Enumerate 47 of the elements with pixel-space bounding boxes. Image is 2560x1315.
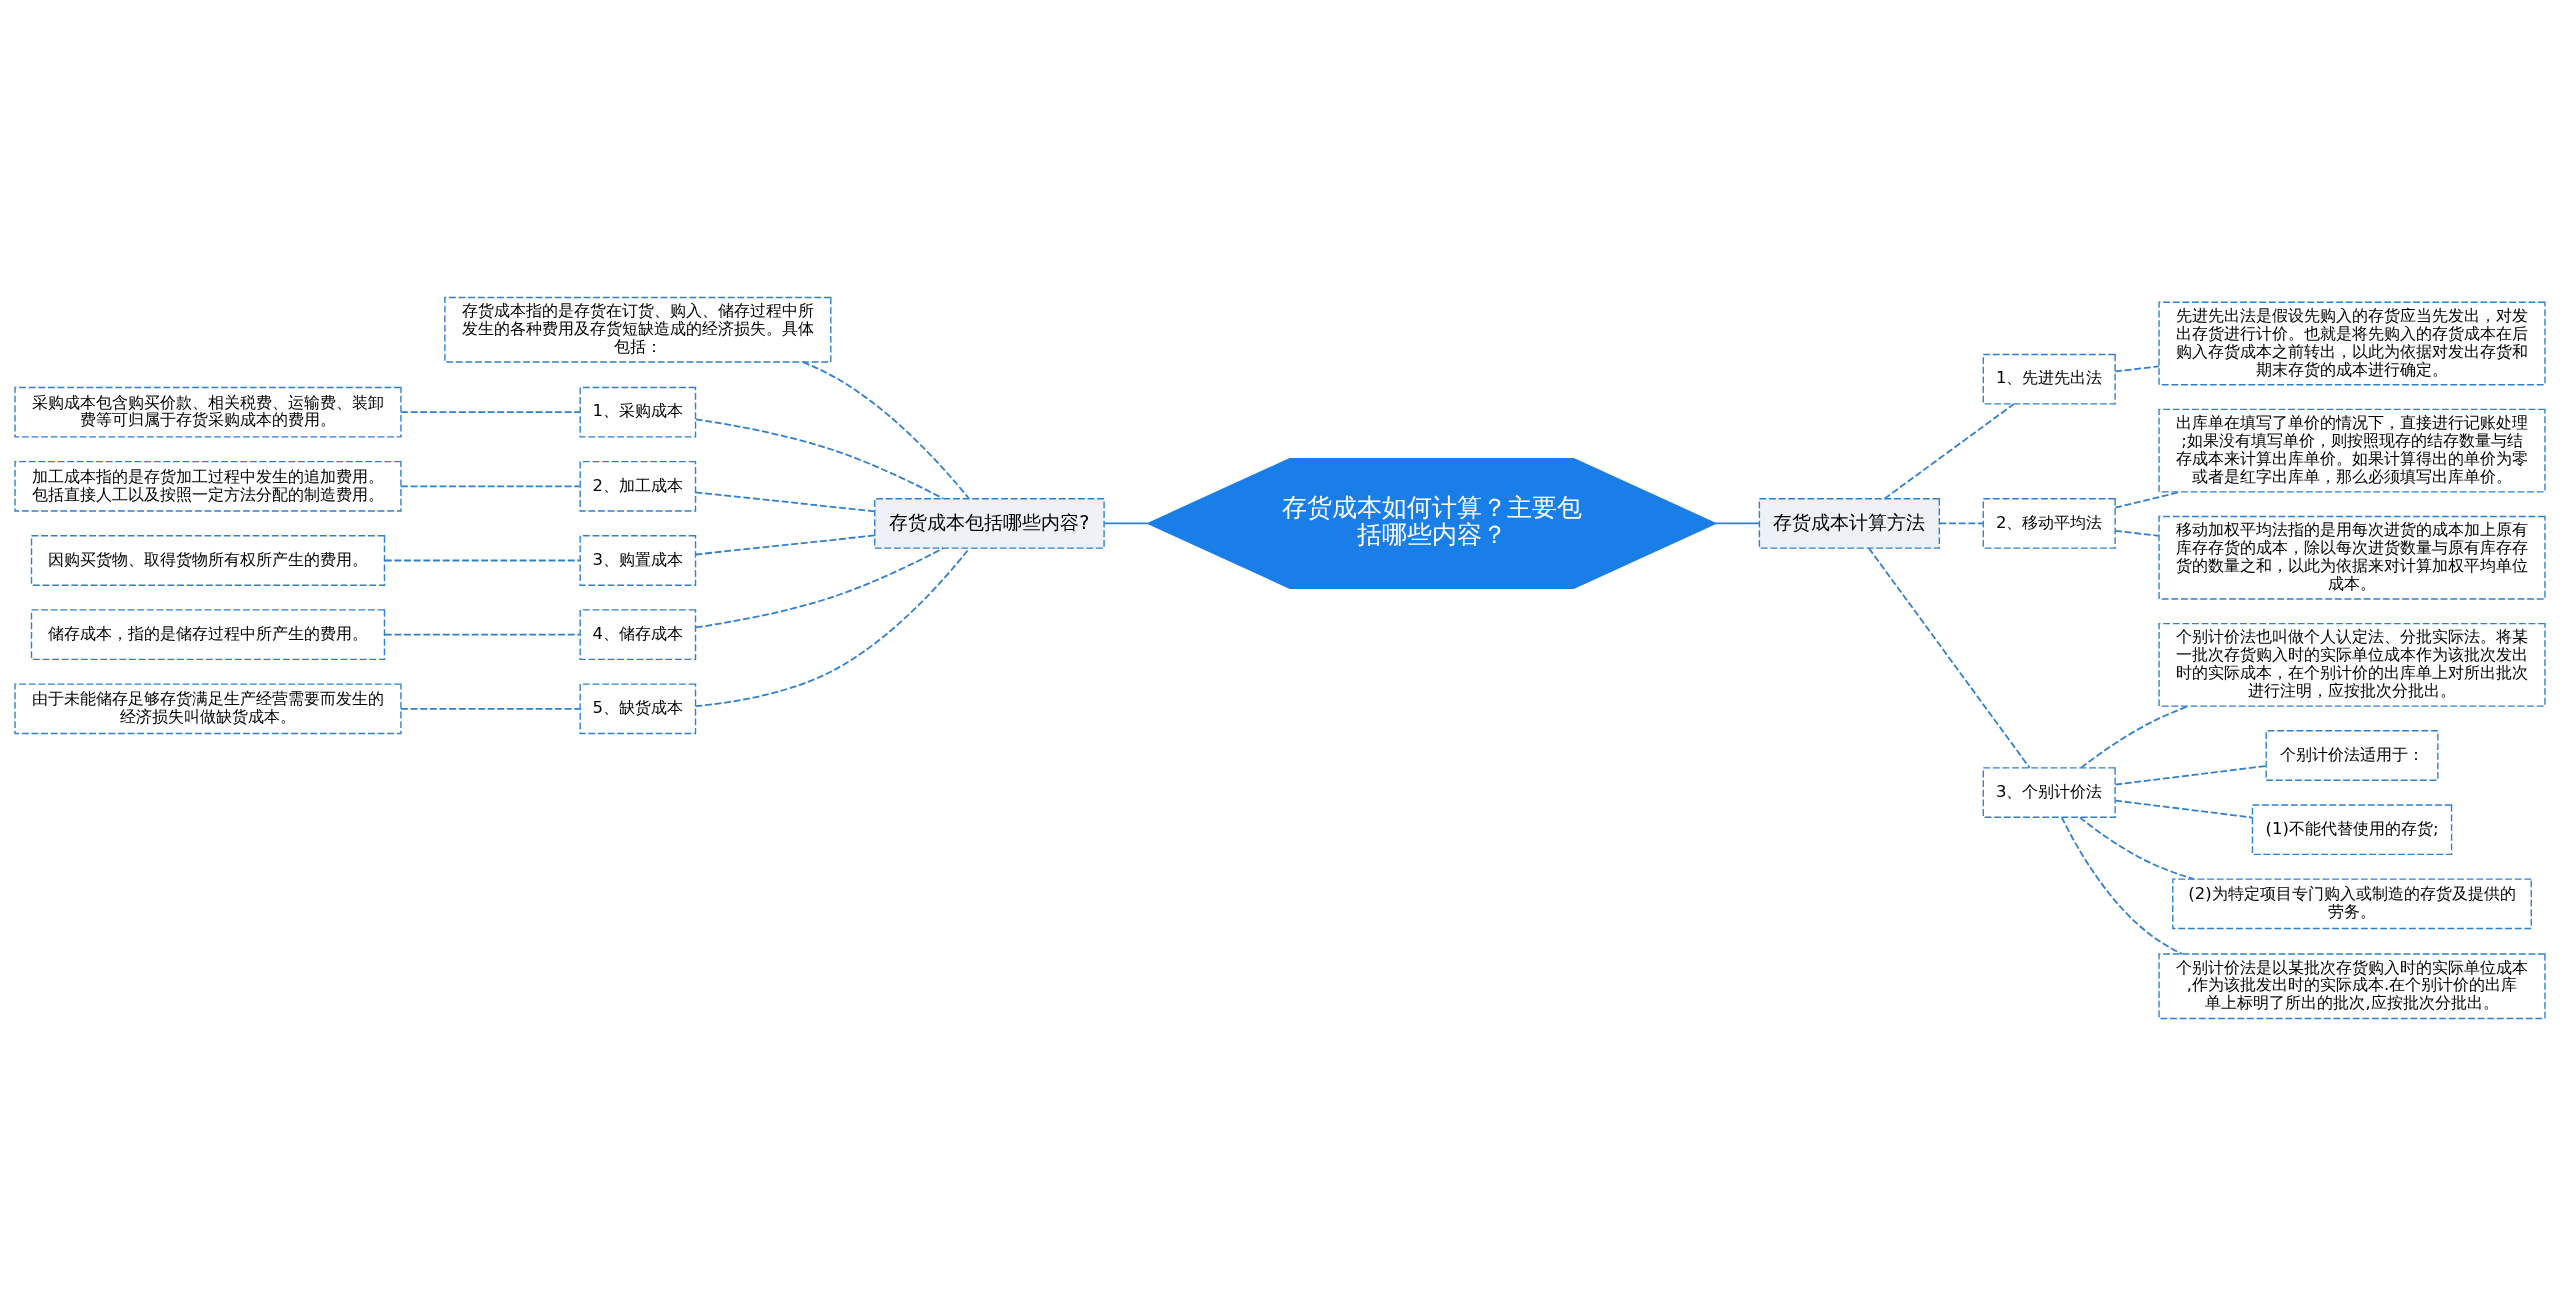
node-box: 采购成本包含购买价款、相关税费、运输费、装卸费等可归属于存货采购成本的费用。 bbox=[14, 386, 402, 438]
connector bbox=[2080, 704, 2190, 768]
node-box: (2)为特定项目专门购入或制造的存货及提供的劳务。 bbox=[2172, 877, 2532, 929]
connector bbox=[2114, 364, 2160, 372]
node-box: 个别计价法适用于： bbox=[2265, 729, 2439, 781]
node-box: 个别计价法也叫做个人认定法、分批实际法。将某一批次存货购入时的实际单位成本作为该批次发出时的实际成本，在个别计价的出库单上对所出批次进行注明，应按批次分批出。 bbox=[2158, 622, 2546, 707]
node-box: 5、缺货成本 bbox=[579, 682, 697, 734]
node-box: 因购买货物、取得货物所有权所产生的费用。 bbox=[30, 534, 386, 586]
connector bbox=[384, 559, 581, 561]
node-box: 存货成本指的是存货在订货、购入、储存过程中所发生的各种费用及存货短缺造成的经济损失。具体包括： bbox=[444, 296, 832, 363]
connector bbox=[1714, 522, 1761, 524]
node-box: 先进先出法是假设先购入的存货应当先发出，对发出存货进行计价。也就是将先购入的存货成本在后购入存货成本之前转出，以此为依据对发出存货和期末存货的成本进行确定。 bbox=[2158, 301, 2546, 385]
node-box: 3、个别计价法 bbox=[1982, 766, 2116, 818]
connector bbox=[400, 410, 581, 413]
node-box: 出库单在填写了单价的情况下，直接进行记账处理;如果没有填写单价，则按照现存的结存数量与结存成本来计算出库单价。如果计算得出的单价为零或者是红字出库单，那么必须填写出库单价。 bbox=[2158, 408, 2546, 492]
node-box: 3、购置成本 bbox=[579, 534, 697, 586]
connector bbox=[1883, 402, 2015, 499]
node-box: (1)不能代替使用的存货; bbox=[2251, 803, 2453, 855]
connector bbox=[694, 547, 971, 707]
connector bbox=[2079, 816, 2195, 880]
node-box: 4、储存成本 bbox=[579, 608, 697, 660]
connector bbox=[384, 633, 581, 636]
node-box: 1、先进先出法 bbox=[1982, 353, 2116, 405]
node-box: 1、采购成本 bbox=[579, 386, 697, 438]
connector bbox=[2060, 815, 2183, 955]
connector bbox=[400, 707, 581, 710]
node-box: 2、加工成本 bbox=[579, 460, 697, 512]
node-box: 存货成本计算方法 bbox=[1758, 497, 1940, 549]
connector bbox=[2114, 529, 2160, 537]
connector bbox=[2114, 799, 2254, 818]
node-box: 存货成本包括哪些内容? bbox=[874, 497, 1105, 549]
node-box: 储存成本，指的是储存过程中所产生的费用。 bbox=[30, 608, 386, 660]
connector bbox=[695, 417, 945, 499]
node-box: 2、移动平均法 bbox=[1982, 497, 2116, 549]
connector bbox=[1103, 522, 1149, 524]
connector bbox=[1868, 546, 2031, 769]
connector bbox=[1938, 522, 1985, 524]
connector bbox=[2114, 764, 2267, 785]
connector bbox=[694, 534, 876, 555]
connector bbox=[694, 490, 876, 512]
connector bbox=[400, 484, 581, 487]
connector bbox=[695, 546, 945, 628]
node-box: 个别计价法是以某批次存货购入时的实际单位成本,作为该批发出时的实际成本.在个别计价的出库单上标明了所出的批次,应按批次分批出。 bbox=[2158, 952, 2546, 1019]
connector bbox=[802, 360, 970, 499]
node-box: 移动加权平均法指的是用每次进货的成本加上原有库存存货的成本，除以每次进货数量与原有库存存货的数量之和，以此为依据来对计算加权平均单位成本。 bbox=[2158, 515, 2546, 600]
node-box: 加工成本指的是存货加工过程中发生的追加费用。包括直接人工以及按照一定方法分配的制造费用。 bbox=[14, 460, 402, 512]
node-box: 由于未能储存足够存货满足生产经营需要而发生的经济损失叫做缺货成本。 bbox=[14, 682, 402, 734]
